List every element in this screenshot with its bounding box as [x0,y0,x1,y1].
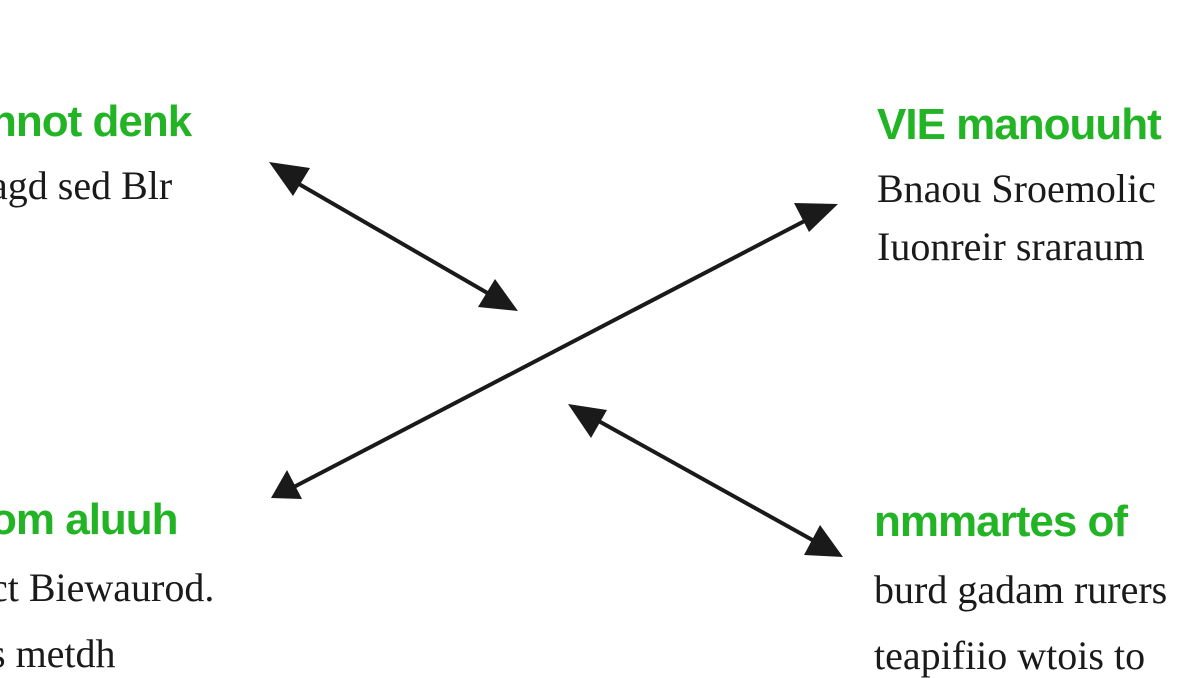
arrowhead-bottom-left [271,470,302,499]
node-bottom-left-line-2: s metdh [0,631,116,676]
node-bottom-right-title: nmmartes of [874,497,1128,546]
arrowhead-bottom-right [804,525,843,557]
arrowhead-center-upper [478,279,518,311]
node-bottom-left-line-1: ct Biewaurod. [0,565,215,610]
node-top-right-line-2: Iuonreir sraraum [877,224,1145,269]
arrowhead-center-lower [568,404,607,438]
node-top-right-title: VIE manouuht [877,100,1162,149]
arrow-center-to-bottom-right [584,412,827,549]
node-bottom-right-line-1: burd gadam rurers [874,567,1168,612]
arrowhead-top-left [269,162,310,196]
node-bottom-right-line-2: teapifiio wtois to [874,633,1146,678]
node-top-right-line-1: Bnaou Sroemolic [877,166,1156,211]
node-bottom-left: om aluuh ct Biewaurod. s metdh [0,498,214,674]
node-top-left-title: nnot denk [0,97,192,146]
arrowhead-top-right [794,203,838,232]
node-top-right: VIE manouuht Bnaou Sroemolic Iuonreir sr… [877,100,1162,269]
node-bottom-right: nmmartes of burd gadam rurers teapifiio … [874,500,1167,676]
arrow-top-left-to-center [290,178,505,304]
arrow-bottom-left-to-top-right [288,212,820,491]
node-top-left-line-1: agd sed Blr [0,163,173,208]
node-bottom-left-title: om aluuh [0,495,179,544]
node-top-left: nnot denk agd sed Blr [0,97,192,208]
